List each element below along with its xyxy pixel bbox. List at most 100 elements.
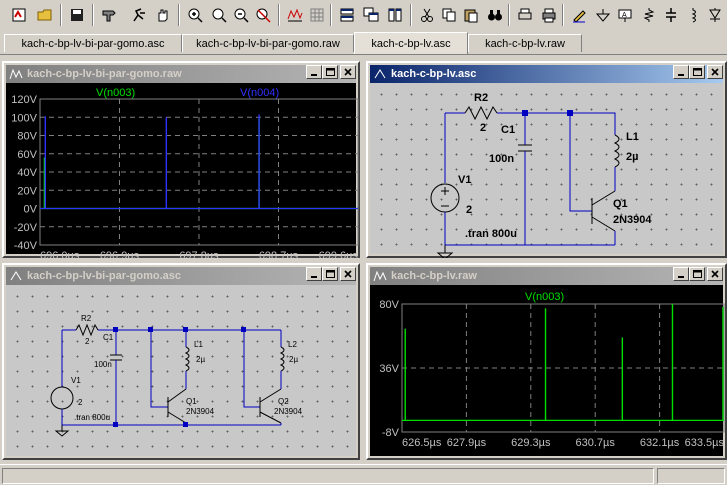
schematic-window-bi-par-gomo[interactable]: kach-c-bp-lv-bi-par-gomo.asc [2,263,360,460]
close-button[interactable] [340,267,356,281]
wire [150,330,168,408]
window-titlebar[interactable]: kach-c-bp-lv.asc [370,65,723,83]
inductor-l2 [279,346,285,372]
label-l1-value: 2µ [626,151,638,163]
label-v1-value: 2 [466,204,472,216]
window-titlebar[interactable]: kach-c-bp-lv-bi-par-gomo.asc [6,267,356,285]
schematic-drawing[interactable]: R2 2 C1 100n L1 2µ V1 2 Q1 2N3904 .tran … [370,83,727,260]
schematic-canvas[interactable]: R2 2 C1 100n L1 2µ L2 2µ V1 2 Q1 2N3904 … [6,285,356,456]
cascade-icon[interactable] [360,4,382,26]
x-tick-label: 626.5µs [402,437,442,449]
label-c1-value: 100n [489,153,514,165]
minimize-button[interactable] [306,267,322,281]
window-titlebar[interactable]: kach-c-bp-lv-bi-par-gomo.raw [6,65,356,83]
print-setup-icon[interactable] [514,4,536,26]
paste-icon[interactable] [460,4,482,26]
close-button[interactable] [340,65,356,79]
label-q1: Q1 [613,198,628,210]
waveform-window-icon [372,269,388,283]
tile-horizontal-icon[interactable] [336,4,358,26]
schematic-canvas[interactable]: R2 2 C1 100n L1 2µ V1 2 Q1 2N3904 .tran … [370,83,723,260]
copy-icon[interactable] [438,4,460,26]
zoom-fit-icon[interactable] [252,4,274,26]
y-tick-label: 80V [379,299,399,311]
run-simulation-icon[interactable] [128,4,150,26]
save-icon[interactable] [66,4,88,26]
halt-hand-icon[interactable] [152,4,174,26]
tab-kach-c-bp-lv-raw[interactable]: kach-c-bp-lv.raw [468,34,582,52]
open-folder-icon[interactable] [34,4,56,26]
junction-dot [522,110,528,116]
window-title: kach-c-bp-lv.raw [391,270,477,282]
pan-zoom-icon[interactable] [208,4,230,26]
document-tabs: kach-c-bp-lv-bi-par-gomo.asc kach-c-bp-l… [0,30,727,55]
autorange-icon[interactable] [284,4,306,26]
tile-vertical-icon[interactable] [384,4,406,26]
zoom-out-icon[interactable] [230,4,252,26]
label-r2-value: 2 [85,337,90,346]
maximize-button[interactable] [689,65,705,79]
label-c1: C1 [501,124,515,136]
grid-icon[interactable] [306,4,328,26]
junction-dot [567,110,573,116]
svg-text:A: A [622,12,627,19]
capacitor-icon[interactable] [660,4,682,26]
resistor-icon[interactable] [638,4,660,26]
label-r2: R2 [81,314,92,323]
schematic-window-kach-c-bp-lv[interactable]: kach-c-bp-lv.asc [366,61,727,260]
diode-icon[interactable] [704,4,726,26]
waveform-chart-1[interactable]: V(n003) V(n004) 120V100V80V60V40V20V0V-2… [6,83,360,262]
y-tick-label: 20V [17,185,37,197]
status-message [2,468,654,484]
grid-lines [401,303,725,433]
find-binoculars-icon[interactable] [484,4,506,26]
minimize-button[interactable] [306,65,322,79]
ground-icon[interactable] [592,4,614,26]
status-bar [0,464,727,485]
tab-bi-par-gomo-asc[interactable]: kach-c-bp-lv-bi-par-gomo.asc [4,34,182,52]
draw-wire-pencil-icon[interactable] [568,4,590,26]
tab-kach-c-bp-lv-asc[interactable]: kach-c-bp-lv.asc [354,32,468,54]
close-button[interactable] [707,267,723,281]
window-titlebar[interactable]: kach-c-bp-lv.raw [370,267,723,285]
label-net-icon[interactable]: A [614,4,636,26]
transistor-q2 [259,388,282,424]
label-q1-value: 2N3904 [613,214,652,226]
label-q1-value: 2N3904 [186,407,215,416]
label-c1-value: 100n [94,360,112,369]
new-schematic-icon[interactable] [8,4,30,26]
inductor-icon[interactable] [682,4,704,26]
inductor-l1 [613,134,620,168]
tab-bi-par-gomo-raw[interactable]: kach-c-bp-lv-bi-par-gomo.raw [182,34,354,52]
control-panel-hammer-icon[interactable] [98,4,120,26]
minimize-button[interactable] [673,65,689,79]
label-l2: L2 [288,340,297,349]
maximize-button[interactable] [322,267,338,281]
print-icon[interactable] [538,4,560,26]
zoom-in-icon[interactable] [184,4,206,26]
close-button[interactable] [707,65,723,79]
grid-lines [39,98,359,246]
label-l1-value: 2µ [196,355,205,364]
schematic-drawing[interactable]: R2 2 C1 100n L1 2µ L2 2µ V1 2 Q1 2N3904 … [6,285,360,460]
maximize-button[interactable] [689,267,705,281]
inductor-l1 [184,346,190,372]
trace-label-vn003: V(n003) [525,291,564,303]
resistor-r2 [75,323,99,337]
window-title: kach-c-bp-lv.asc [391,68,477,80]
x-tick-label: 696.0µs [40,250,80,258]
cut-scissors-icon[interactable] [416,4,438,26]
label-tran-directive: .tran 800u [74,413,110,422]
window-title: kach-c-bp-lv-bi-par-gomo.raw [27,68,182,80]
waveform-window-bi-par-gomo[interactable]: kach-c-bp-lv-bi-par-gomo.raw V(n003) V(n… [2,61,360,262]
wire [570,112,616,135]
x-tick-label: 696.9µs [100,250,140,258]
minimize-button[interactable] [673,267,689,281]
label-l2-value: 2µ [289,355,298,364]
transistor-q1 [591,190,616,232]
maximize-button[interactable] [322,65,338,79]
